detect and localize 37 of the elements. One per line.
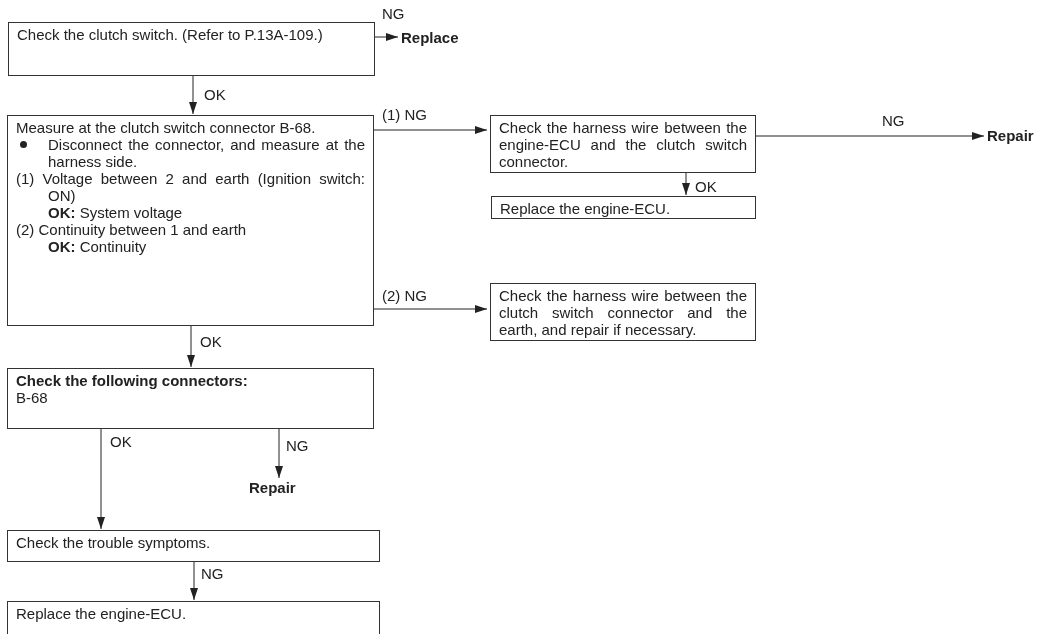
arrow [682,172,690,196]
arrow [755,132,985,140]
process-box [491,196,756,219]
step-text: (1) Voltage between 2 and earth (Ignition switch: ON) [16,170,365,204]
step-text: Check the clutch switch. (Refer to P.13A-109.) [17,26,324,43]
arrow [189,75,197,115]
step-text: OK: Continuity [48,238,148,255]
arrow [190,561,198,601]
step-text: Replace the engine-ECU. [16,605,188,622]
arrow [275,428,283,479]
step-text: Check the trouble symptoms. [16,534,212,551]
step-text: Replace the engine-ECU. [500,200,672,217]
process-box [490,115,756,173]
step-text: B-68 [16,389,49,406]
arrow [187,325,195,368]
step-text: Check the harness wire between the engine-ECU and the clutch switch connector. [499,119,747,170]
edge-label: (2) NG [381,287,428,304]
step-text: Disconnect the connector, and measure at the harness side. [48,136,365,170]
process-box [7,601,380,634]
process-box [7,368,374,429]
heading-text: Check the following connectors: [16,372,249,389]
step-text: (2) Continuity between 1 and earth [16,221,248,238]
arrow [373,126,488,134]
step-text: Check the harness wire between the clutch switch connector and the earth, and repair if necessary. [499,287,747,338]
process-box [7,530,380,562]
process-box [490,283,756,341]
arrow [97,428,105,530]
result-text: Replace [401,29,461,47]
edge-label: (1) NG [381,106,428,123]
arrow [374,33,399,41]
result-text: Repair [987,127,1053,145]
result-text: Repair [249,479,315,497]
arrow [373,305,488,313]
step-text: Measure at the clutch switch connector B-68. [16,119,317,136]
step-text: OK: System voltage [48,204,184,221]
process-box [7,115,374,326]
process-box [8,22,375,76]
